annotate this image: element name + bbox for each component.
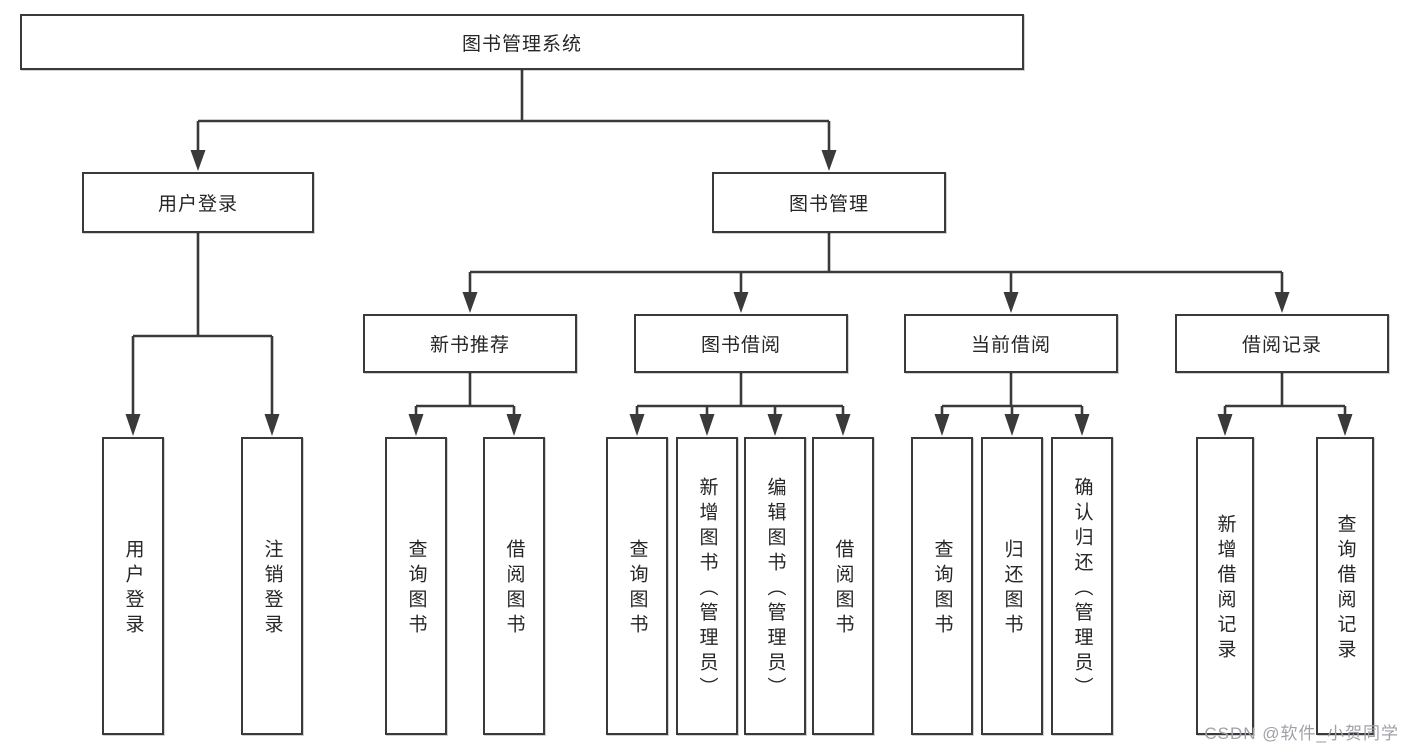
leaf-query-borrow-record: 查询借阅记录 [1316, 437, 1374, 735]
leaf-return-books: 归还图书 [981, 437, 1043, 735]
node-new-book-recommend: 新书推荐 [363, 314, 577, 373]
leaf-confirm-return-admin: 确认归还（管理员） [1051, 437, 1113, 735]
node-user-login-module: 用户登录 [82, 172, 314, 233]
leaf-add-books-admin: 新增图书（管理员） [676, 437, 738, 735]
node-book-management-module: 图书管理 [712, 172, 946, 233]
leaf-borrow-books: 借阅图书 [812, 437, 874, 735]
leaf-add-borrow-record: 新增借阅记录 [1196, 437, 1254, 735]
connector-borrow-to-leaves [635, 373, 845, 416]
connector-current-to-leaves [940, 373, 1084, 416]
connector-newbooks-to-leaves [414, 373, 516, 416]
node-root-system: 图书管理系统 [20, 14, 1024, 70]
leaf-logout: 注销登录 [241, 437, 303, 735]
node-current-borrow: 当前借阅 [904, 314, 1118, 373]
connector-bookmgmt-to-level3 [468, 233, 1284, 294]
leaf-query-books-recommend: 查询图书 [385, 437, 447, 735]
leaf-borrow-books-recommend: 借阅图书 [483, 437, 545, 735]
leaf-query-books-current: 查询图书 [911, 437, 973, 735]
node-book-borrow: 图书借阅 [634, 314, 848, 373]
leaf-query-books-borrow: 查询图书 [606, 437, 668, 735]
csdn-watermark: CSDN @软件_小贺同学 [1204, 724, 1399, 743]
connector-root-to-level2 [196, 70, 831, 152]
node-borrow-records: 借阅记录 [1175, 314, 1389, 373]
leaf-edit-books-admin: 编辑图书（管理员） [744, 437, 806, 735]
connector-userlogin-to-leaves [131, 233, 274, 416]
connector-records-to-leaves [1223, 373, 1347, 416]
leaf-user-login: 用户登录 [102, 437, 164, 735]
